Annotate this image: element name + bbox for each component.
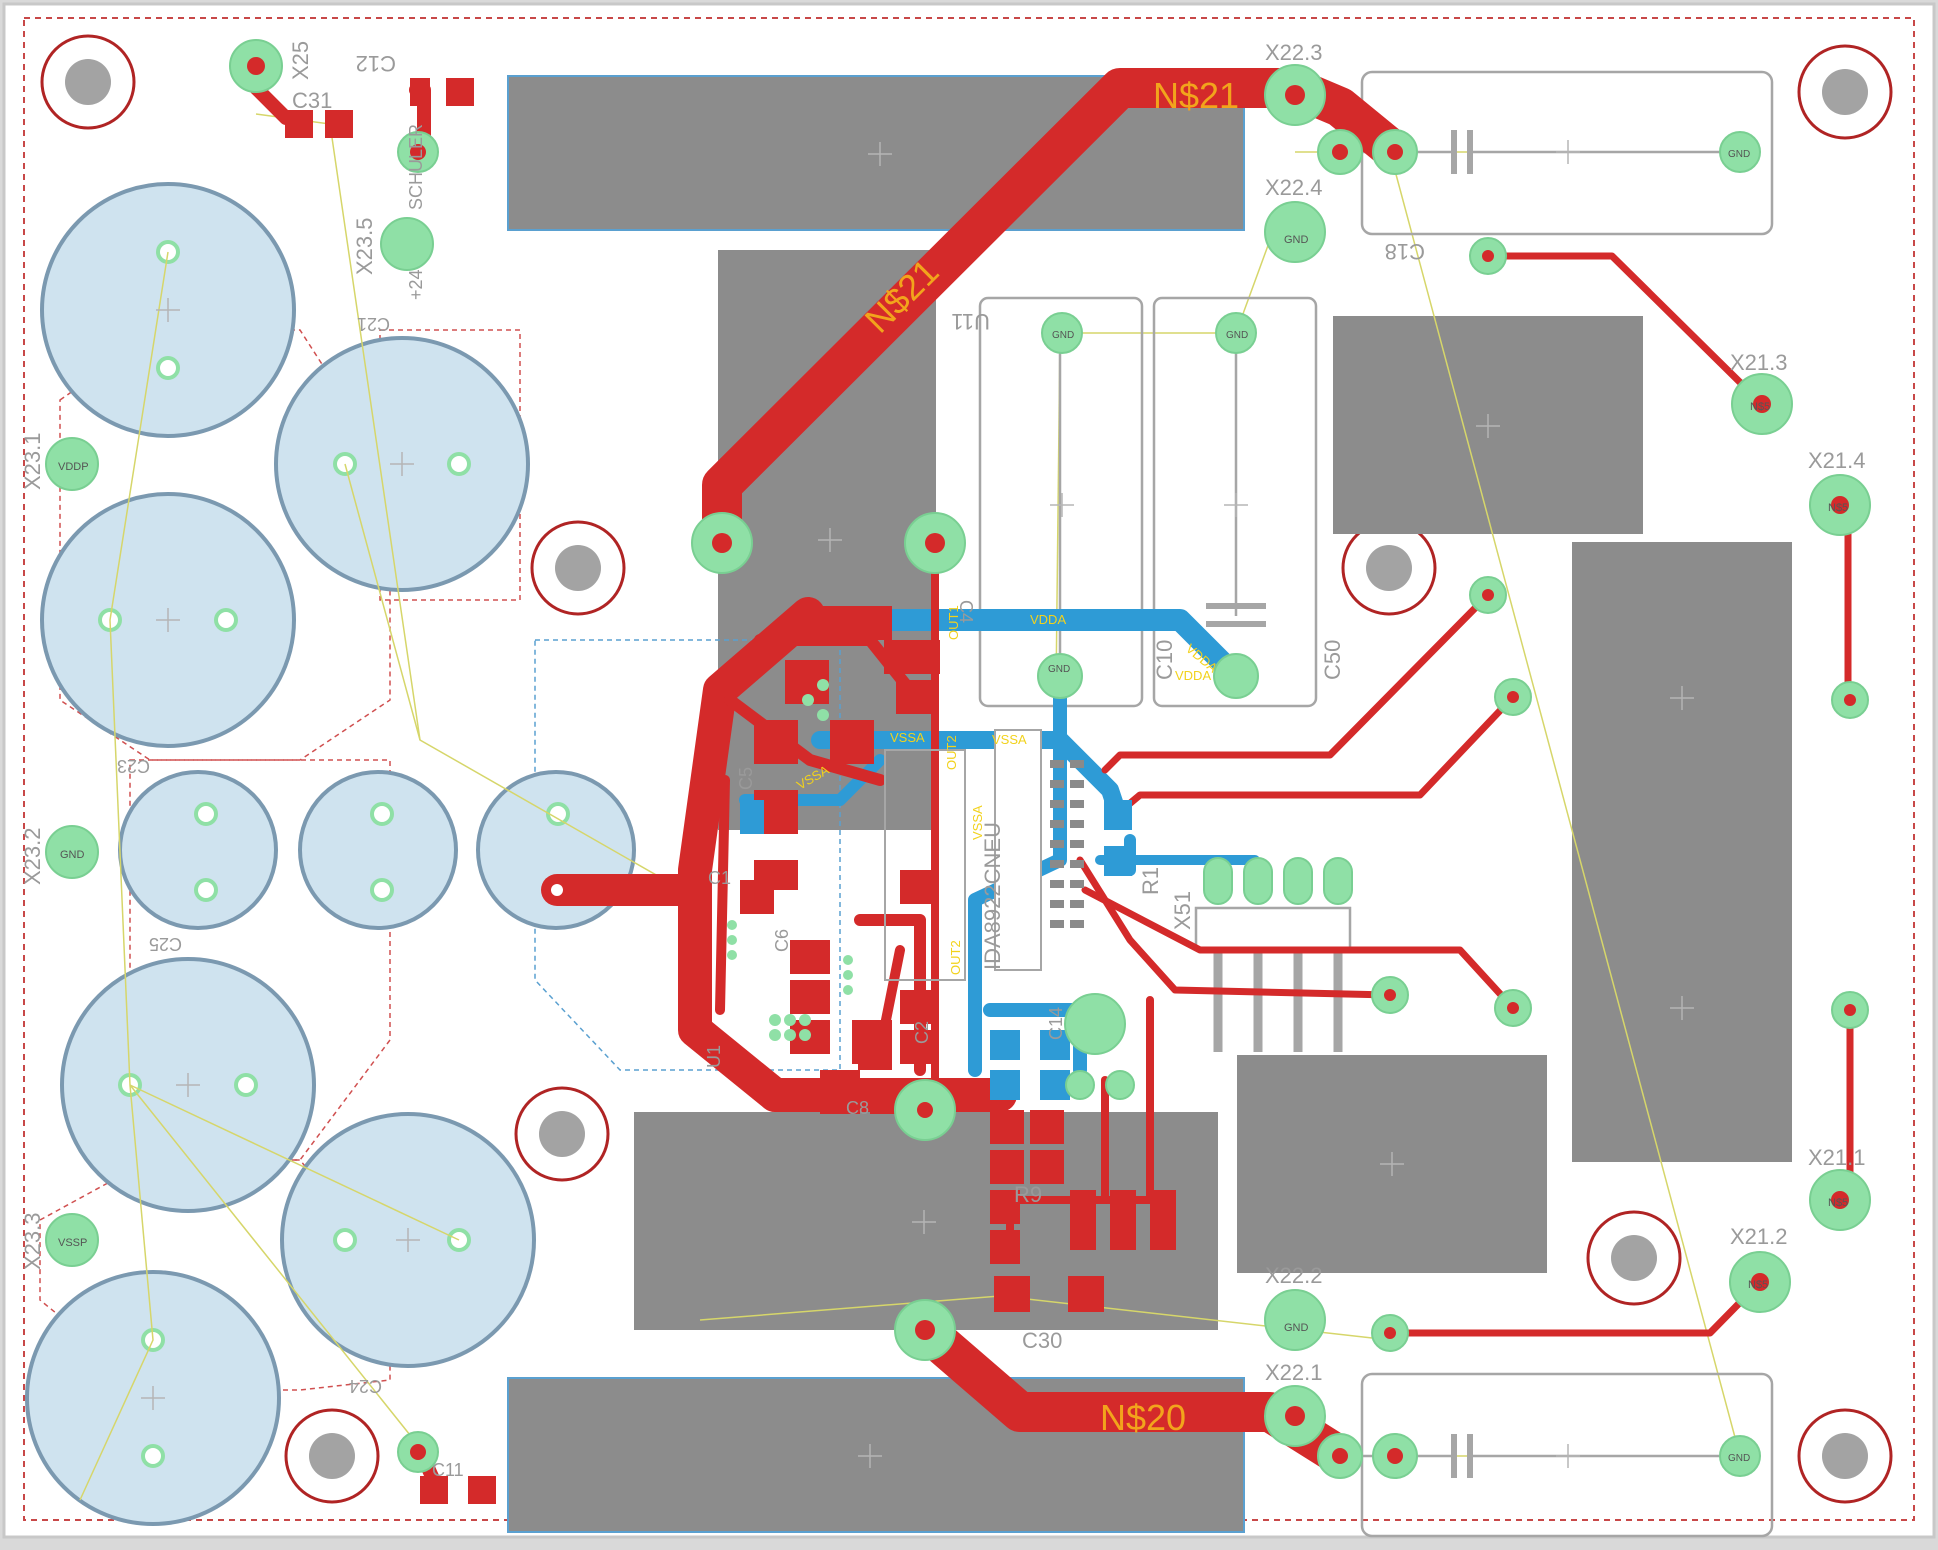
des-c14: C14 [1046, 1007, 1066, 1040]
pin-gnd-2: GND [1052, 330, 1074, 341]
sig-out2-b: OUT2 [948, 940, 963, 975]
pin-gnd-4: GND [1728, 149, 1750, 160]
mounting-holes [40, 34, 1893, 1504]
des-c1: C1 [708, 868, 731, 888]
des-c21: C21 [357, 314, 390, 334]
through-hole-pads[interactable] [45, 39, 1871, 1479]
pin-gnd-6: GND [1728, 1453, 1750, 1464]
sig-vdda-1: VDDA [1030, 612, 1066, 627]
des-r1: R1 [1138, 867, 1163, 895]
des-c8: C8 [846, 1098, 869, 1118]
pin-n5-1: N$5 [1750, 401, 1770, 413]
des-x25: X25 [288, 41, 313, 80]
pin-gnd-3: GND [1226, 330, 1248, 341]
copper-planes [507, 75, 1792, 1533]
des-c4: C4 [956, 600, 976, 623]
pin-gnd-7: GND [60, 849, 85, 861]
des-x23-5: X23.5 [352, 218, 377, 276]
pin-n5-2: N$5 [1828, 502, 1848, 514]
des-x21-3: X21.3 [1730, 350, 1788, 375]
net-label-n21-top: N$21 [1153, 75, 1239, 116]
sig-vssa-4: VSSA [970, 805, 985, 840]
des-x22-3: X22.3 [1265, 40, 1323, 65]
des-c11: C11 [432, 1460, 464, 1480]
des-c2: C2 [912, 1021, 932, 1044]
des-c30: C30 [1022, 1328, 1062, 1353]
ic-u1 [884, 729, 1084, 981]
des-c50: C50 [1320, 640, 1345, 680]
pin-n5-4: N$5 [1748, 1279, 1768, 1291]
des-plus24: +24 [406, 269, 426, 300]
pin-n5-3: N$5 [1828, 1197, 1848, 1209]
u11-outline [978, 70, 1774, 1538]
des-x23-2: X23.2 [20, 828, 45, 886]
des-c10: C10 [1152, 640, 1177, 680]
des-c25: C25 [149, 934, 182, 954]
des-x22-1: X22.1 [1265, 1360, 1323, 1385]
des-x21-1: X21.1 [1808, 1145, 1866, 1170]
net-label-n20: N$20 [1100, 1397, 1186, 1438]
des-x23-1: X23.1 [20, 433, 45, 491]
des-c5: C5 [736, 767, 756, 790]
des-c6: C6 [772, 929, 792, 952]
pin-vssp: VSSP [58, 1237, 87, 1249]
des-schuler: SCHULER [406, 124, 426, 210]
pin-gnd-8: GND [1048, 664, 1070, 675]
des-x21-2: X21.2 [1730, 1224, 1788, 1249]
des-x51: X51 [1170, 891, 1195, 930]
des-c31: C31 [292, 88, 332, 113]
des-x23-3: X23.3 [20, 1213, 45, 1271]
plane-right-tall [1572, 542, 1792, 1162]
sig-vdda-3: VDDA [1175, 668, 1211, 683]
des-x22-4: X22.4 [1265, 175, 1323, 200]
des-c12: C12 [356, 51, 396, 76]
des-x22-2: X22.2 [1265, 1263, 1323, 1288]
sig-vssa-1: VSSA [890, 730, 925, 745]
des-c24: C24 [349, 1376, 382, 1396]
ic-label: IDA8922CNEU [980, 822, 1005, 970]
pin-gnd-1: GND [1284, 234, 1309, 246]
des-u11: U11 [951, 309, 990, 334]
des-c23: C23 [117, 756, 150, 776]
sig-out2-a: OUT2 [944, 735, 959, 770]
pin-vddp: VDDP [58, 461, 89, 473]
pin-gnd-5: GND [1284, 1322, 1309, 1334]
des-c18: C18 [1385, 239, 1425, 264]
sig-out1: OUT1 [946, 605, 961, 640]
des-u1: U1 [704, 1045, 724, 1068]
x51-header [1194, 906, 1352, 1052]
sig-vssa-2: VSSA [992, 732, 1027, 747]
designators: X25 C31 C12 X23.5 SCHULER +24 X22.3 X22.… [20, 40, 1866, 1480]
des-x21-4: X21.4 [1808, 448, 1866, 473]
des-r9: R9 [1014, 1182, 1042, 1207]
